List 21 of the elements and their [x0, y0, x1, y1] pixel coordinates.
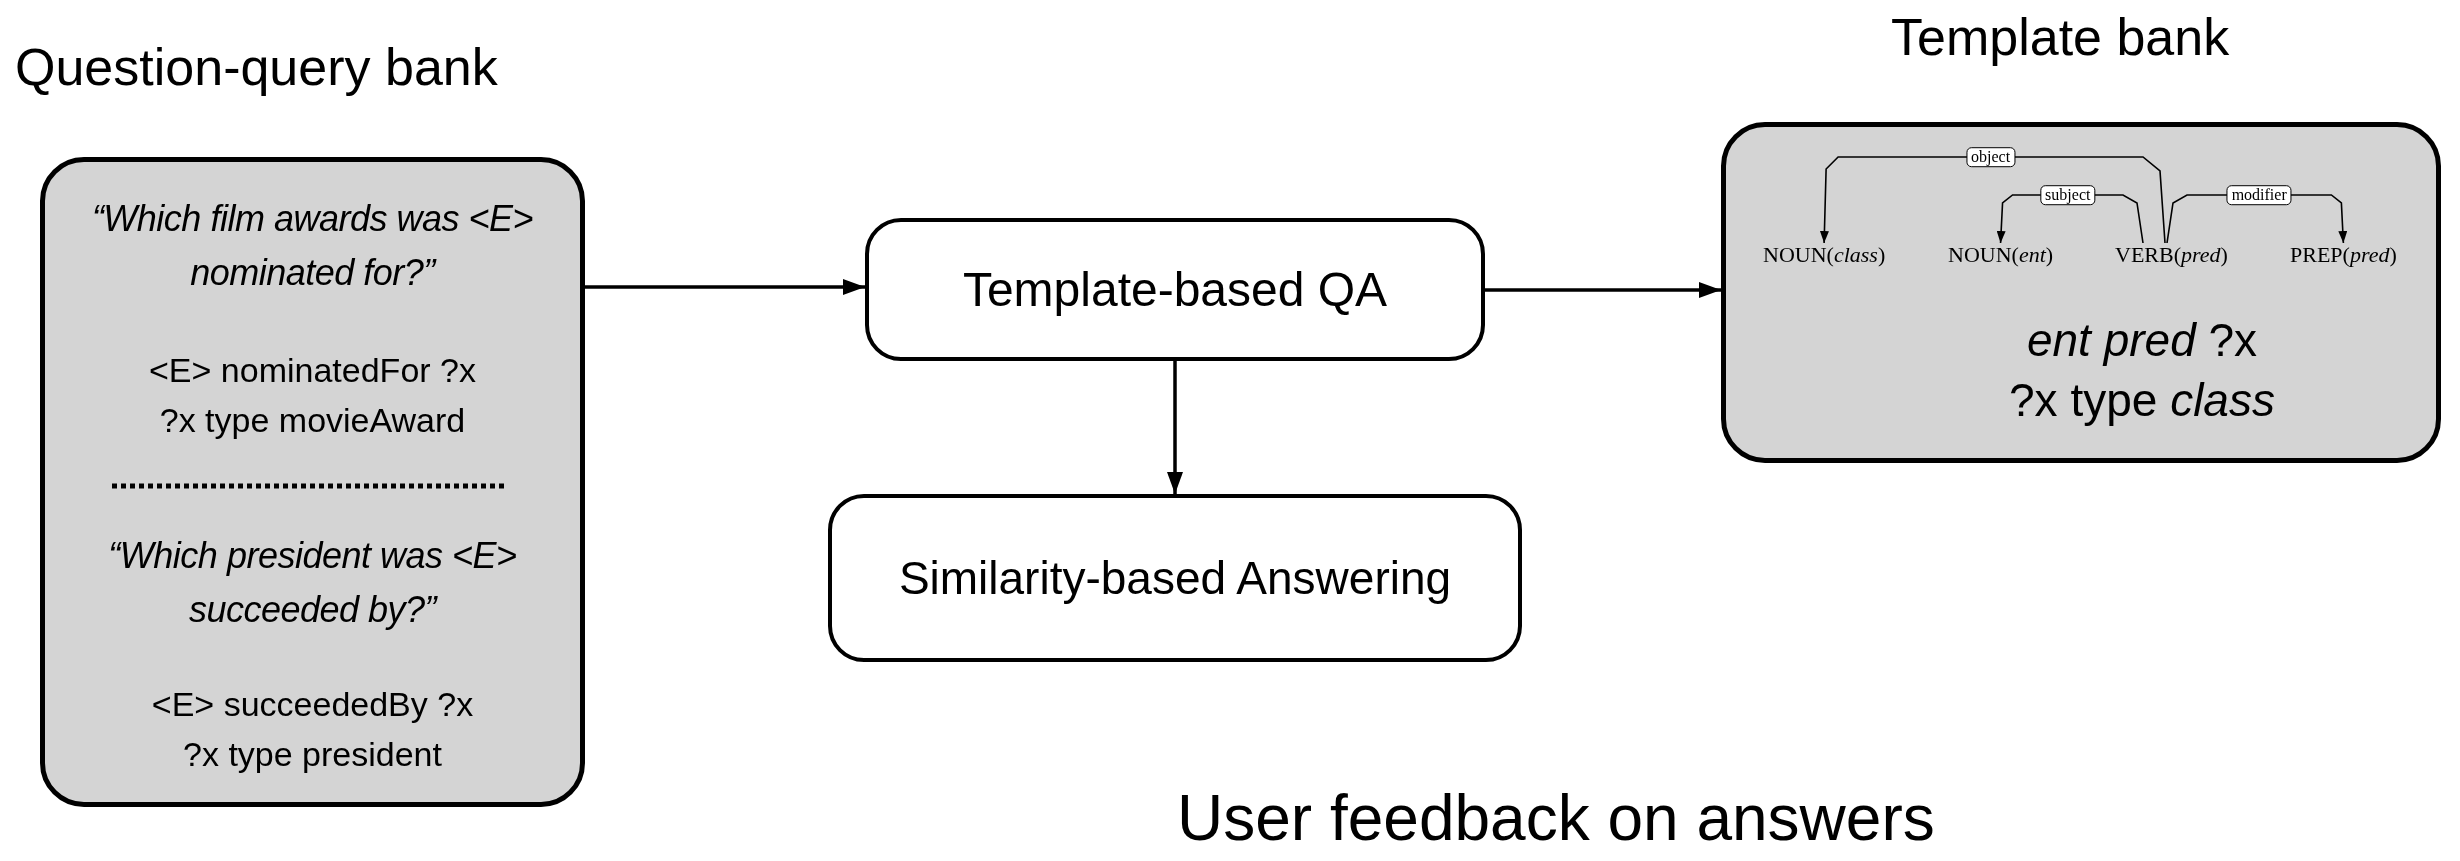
dependency-word: NOUN(class) [1763, 243, 1886, 268]
example-question: “Which president was <E> succeeded by?” [107, 534, 518, 632]
process-box: Similarity-based Answering [828, 494, 1522, 662]
query-text: <E> nominatedFor ?x ?x type movieAward [148, 350, 477, 441]
query-text: <E> succeededBy ?x ?x type president [150, 684, 475, 775]
arrow [1167, 361, 1183, 494]
query-template: ent pred ?x ?x type class [2008, 313, 2276, 428]
edge-label: object [1966, 147, 2016, 167]
dependency-arrow [1819, 156, 2166, 244]
edge-label: subject [2040, 185, 2096, 205]
dependency-word: PREP(pred) [2290, 243, 2397, 268]
process-box: Template-based QA [865, 218, 1485, 361]
arrow [585, 279, 865, 295]
edge-label: modifier [2226, 185, 2292, 205]
arrow [1485, 282, 1721, 298]
dependency-word: NOUN(ent) [1948, 243, 2054, 268]
panel-heading: Question-query bank [15, 38, 498, 98]
note-text: User feedback on answers [1177, 783, 1935, 854]
example-question: “Which film awards was <E> nominated for?” [90, 197, 535, 295]
panel-heading: Template bank [1891, 8, 2230, 68]
dependency-word: VERB(pred) [2115, 243, 2228, 268]
